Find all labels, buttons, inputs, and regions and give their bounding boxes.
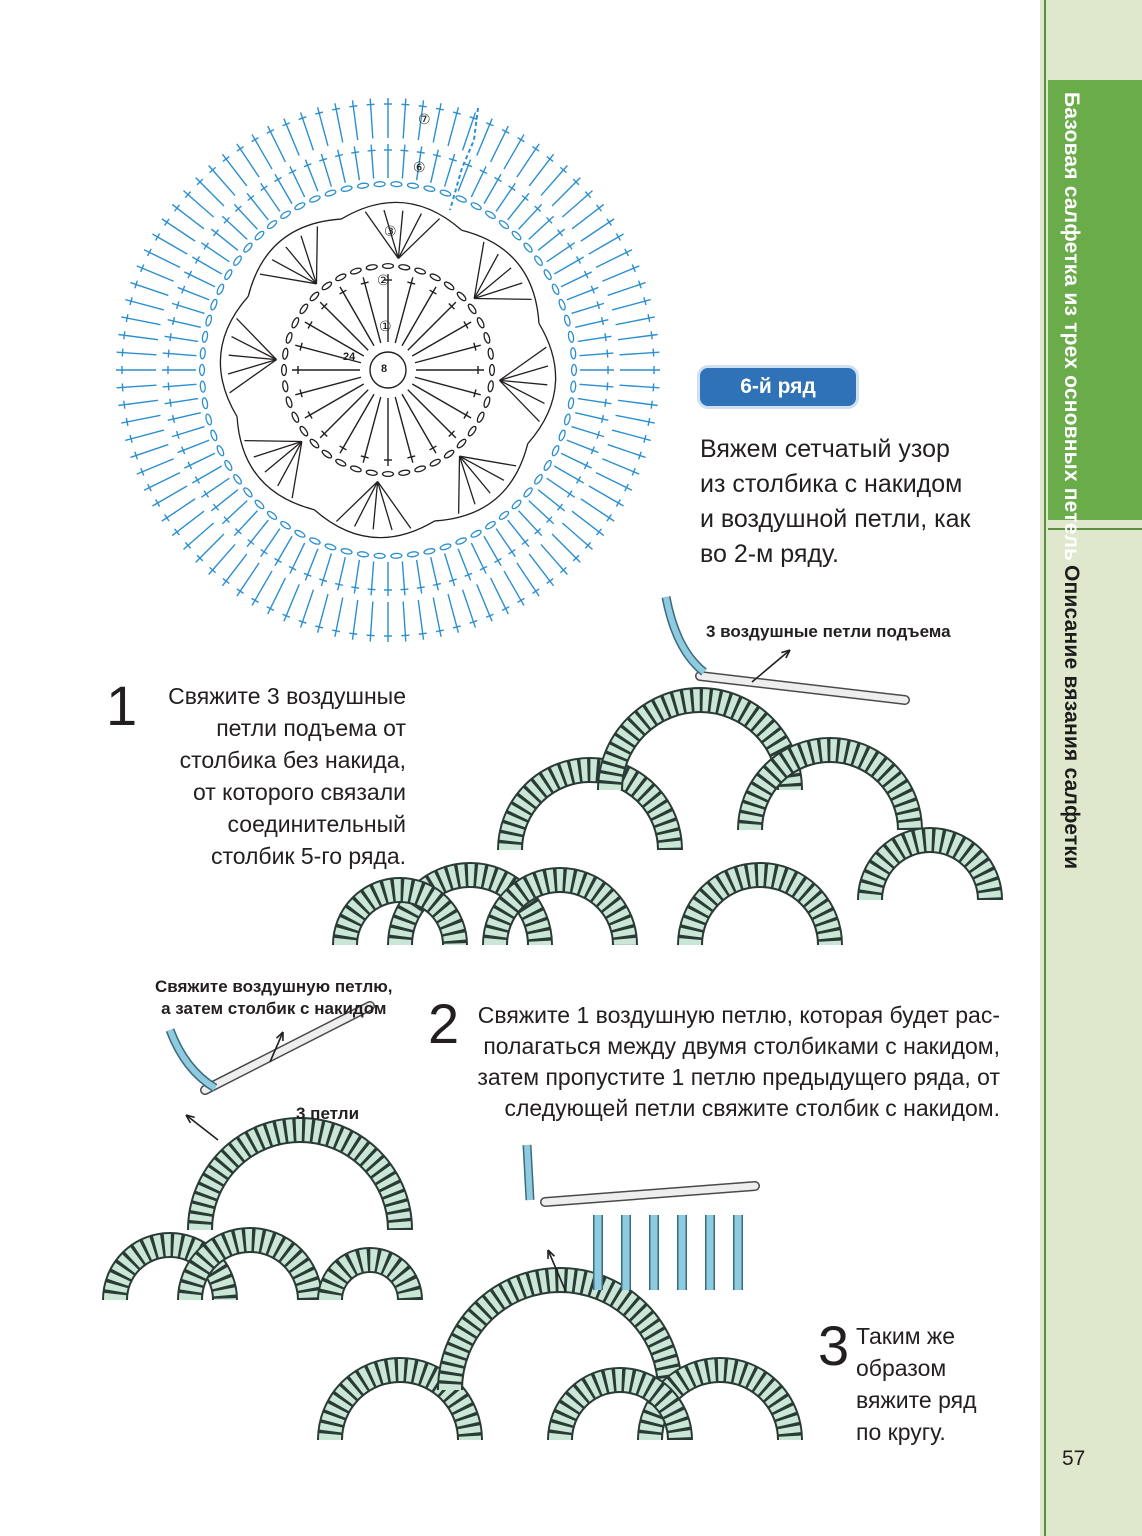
- intro-line: Вяжем сетчатый узор: [700, 435, 950, 463]
- ring-label-7: ⑦: [418, 112, 431, 128]
- step-1-line: Свяжите 3 воздушные: [168, 683, 406, 709]
- yarn-arch: [737, 737, 923, 831]
- ring-2-chain: [280, 262, 496, 478]
- step-2-line: затем пропустите 1 петлю предыдущего ряд…: [477, 1064, 1000, 1090]
- arrow-icon: [269, 1031, 284, 1063]
- yarn-arch: [332, 877, 468, 946]
- step-1-line: столбика без накида,: [179, 747, 406, 773]
- count-label: 24: [343, 351, 356, 363]
- intro-text: Вяжем сетчатый узор из столбика с накидо…: [700, 432, 1030, 572]
- yarn-arch: [547, 1367, 693, 1441]
- yarn-arch: [497, 757, 683, 851]
- yarn-arch: [857, 827, 1003, 901]
- start-marker: [449, 107, 479, 211]
- yarn-arch: [597, 687, 803, 791]
- crochet-hook: [540, 1181, 760, 1207]
- yarn-arch: [482, 867, 638, 946]
- step-3-number: 3: [818, 1314, 850, 1377]
- step-3-line: вяжите ряд: [856, 1387, 977, 1413]
- yarn-arch: [102, 1232, 238, 1301]
- step-1-line: от которого связали: [192, 779, 406, 805]
- center-ring: [369, 351, 407, 389]
- ring-label-6: ⑥: [413, 160, 426, 176]
- step-2-callout-line: а затем столбик с накидом: [161, 999, 387, 1018]
- arrow-icon: [751, 649, 791, 683]
- step-1-line: соединительный: [227, 811, 406, 837]
- chapter-tab-active[interactable]: [1048, 80, 1142, 520]
- step-1-number: 1: [106, 674, 138, 737]
- step-2-callout: Свяжите воздушную петлю, а затем столбик…: [155, 976, 393, 1020]
- step-3-line: Таким же: [856, 1323, 956, 1349]
- ring-label-2: ②: [377, 273, 390, 289]
- crochet-hook: [695, 671, 910, 705]
- intro-line: во 2-м ряду.: [700, 540, 839, 568]
- step-3-line: по кругу.: [856, 1419, 946, 1445]
- tab-separator: [1048, 528, 1142, 530]
- crochet-hook: [200, 1001, 375, 1095]
- tab-divider-line: [1044, 0, 1046, 1536]
- step-1-text: Свяжите 3 воздушные петли подъема от сто…: [146, 680, 406, 872]
- yarn-arch: [677, 862, 843, 946]
- ring-7-stitches: [116, 98, 660, 642]
- step-1-line: петли подъема от: [216, 715, 406, 741]
- step-2-number: 2: [428, 992, 460, 1055]
- arrow-icon: [547, 1249, 567, 1293]
- ring-label-1: ①: [379, 319, 392, 335]
- ring-6-stitches: [162, 144, 614, 596]
- step-2-line: следующей петли свяжите столбик с накидо…: [504, 1095, 1000, 1121]
- arrow-icon: [185, 1114, 219, 1141]
- center-label: 8: [381, 363, 387, 375]
- step-3-line: образом: [856, 1355, 947, 1381]
- step-2-loops-callout: 3 петли: [296, 1104, 360, 1123]
- ring-label-3: ③: [384, 224, 397, 240]
- step-2-line: полагаться между двумя столбиками с наки…: [483, 1033, 1000, 1059]
- yarn-arch: [177, 1227, 323, 1301]
- step-2-callout-line: Свяжите воздушную петлю,: [155, 977, 393, 996]
- ring-5-chain: [198, 181, 578, 559]
- row-badge: 6-й ряд: [700, 368, 856, 406]
- yarn-arch: [317, 1357, 483, 1441]
- step-2-line: Свяжите 1 воздушную петлю, которая будет…: [477, 1002, 1000, 1028]
- step-1-line: столбик 5-го ряда.: [210, 843, 406, 869]
- yarn-arch: [387, 862, 553, 946]
- intro-line: из столбика с накидом: [700, 470, 963, 498]
- petal-row: [219, 201, 557, 539]
- step-1-callout: 3 воздушные петли подъема: [706, 622, 951, 641]
- step-2-text: Свяжите 1 воздушную петлю, которая будет…: [460, 1000, 1000, 1124]
- intro-line: и воздушной петли, как: [700, 505, 971, 533]
- yarn-arch: [317, 1247, 423, 1301]
- page-number: 57: [1062, 1447, 1086, 1470]
- ring-1-stitches: [292, 274, 484, 466]
- chart-group: [116, 98, 660, 642]
- step-3-text: Таким же образом вяжите ряд по кругу.: [856, 1320, 1006, 1448]
- yarn-arch: [187, 1117, 413, 1231]
